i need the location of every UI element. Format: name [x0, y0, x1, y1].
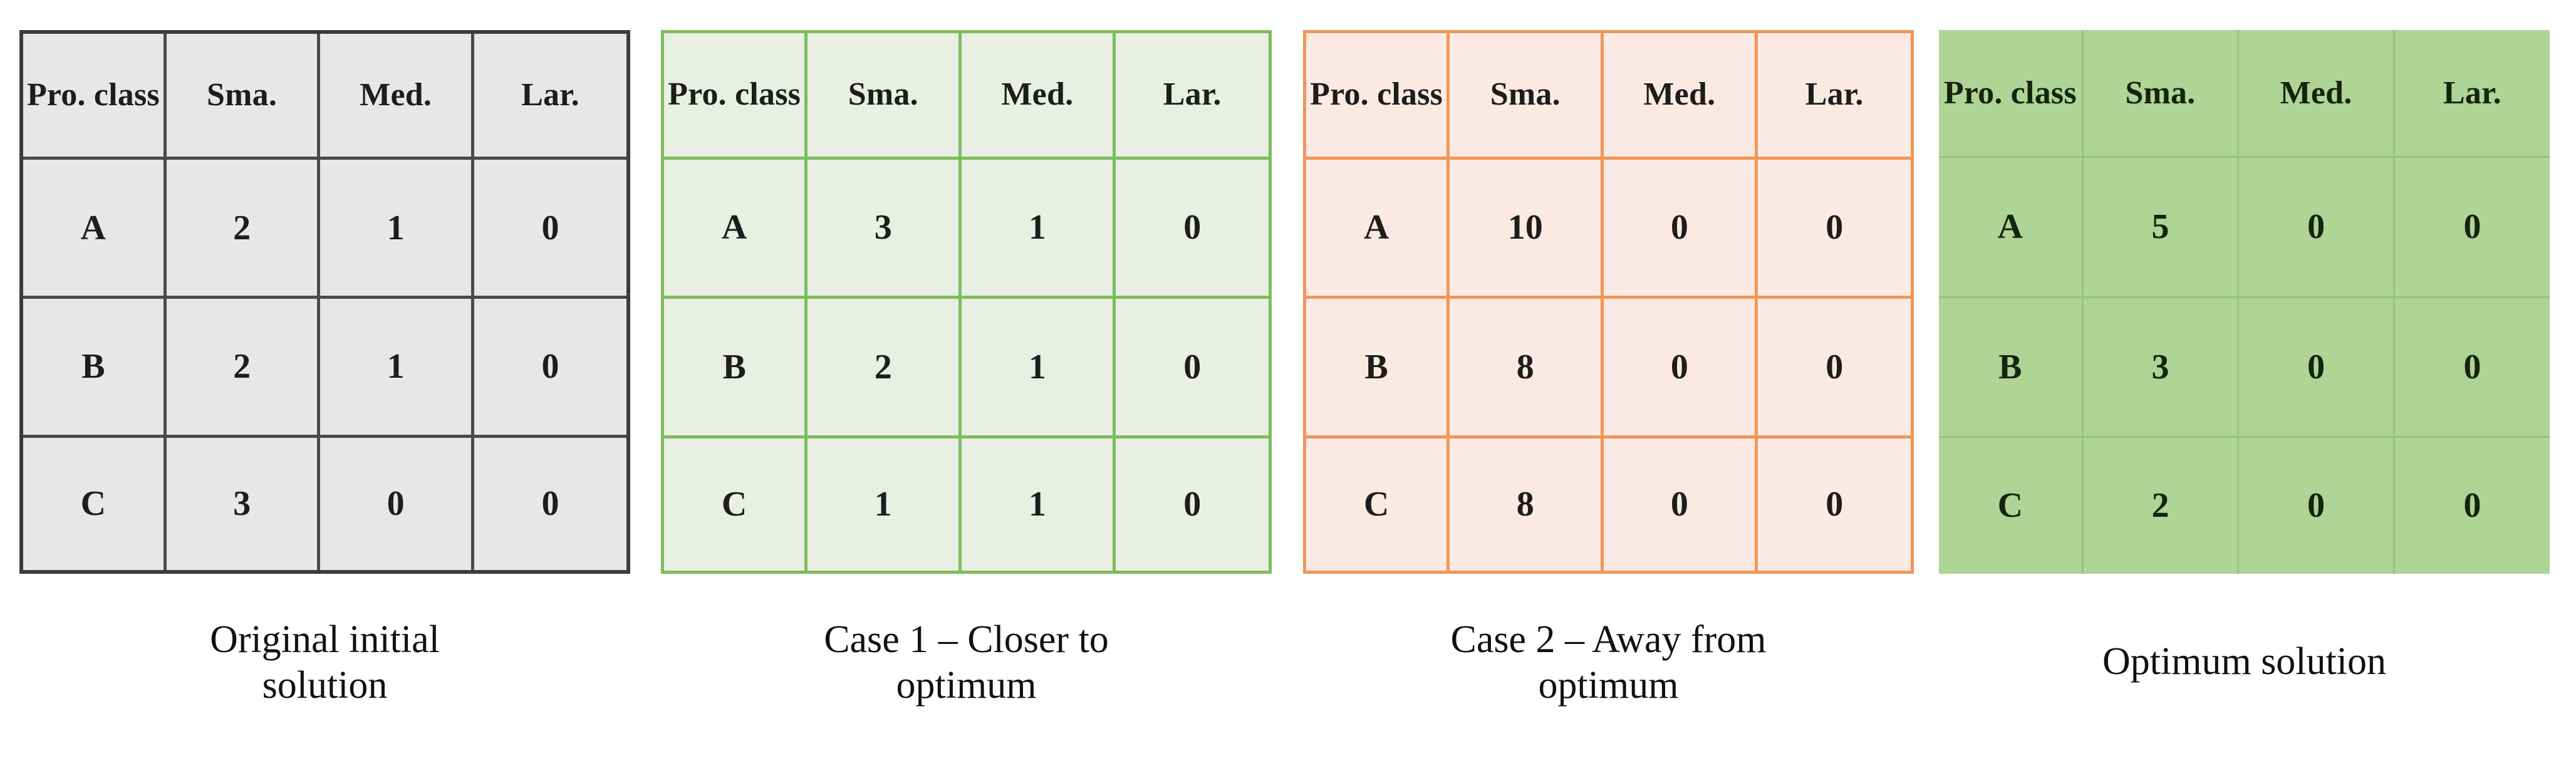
column-header-med: Med.	[317, 34, 474, 160]
table-row: A 3 1 0	[664, 156, 1269, 299]
caption-case-2-away-from-optimum: Case 2 – Away from optimum	[1450, 618, 1767, 707]
cell-class: B	[1939, 296, 2084, 438]
column-header-lar: Lar.	[2392, 30, 2550, 158]
table-row: C 3 0 0	[23, 435, 626, 570]
cell-med: 1	[958, 435, 1116, 571]
cell-med: 0	[2237, 296, 2395, 438]
cell-med: 0	[1601, 435, 1758, 571]
cell-med: 1	[958, 296, 1116, 438]
cell-class: C	[1939, 436, 2084, 574]
cell-sma: 1	[804, 435, 962, 571]
table-row: B 3 0 0	[1939, 296, 2550, 438]
column-header-sma: Sma.	[1446, 33, 1604, 160]
cell-sma: 3	[804, 156, 962, 299]
column-header-pro-class: Pro. class	[1939, 30, 2084, 158]
table-row: A 10 0 0	[1306, 156, 1911, 299]
cell-sma: 3	[2081, 296, 2240, 438]
cell-class: A	[23, 157, 167, 299]
caption-original-initial-solution: Original initial solution	[210, 618, 440, 707]
column-header-lar: Lar.	[1755, 33, 1911, 160]
cell-med: 0	[1601, 156, 1758, 299]
table-row: B 2 1 0	[664, 296, 1269, 438]
column-header-med: Med.	[958, 33, 1116, 160]
table-optimum-solution: Pro. class Sma. Med. Lar. A 5 0 0 B 3	[1939, 30, 2550, 574]
column-header-sma: Sma.	[804, 33, 962, 160]
cell-lar: 0	[2392, 156, 2550, 298]
column-header-med: Med.	[2237, 30, 2395, 158]
cell-sma: 2	[163, 157, 321, 299]
table-case-1-closer-to-optimum: Pro. class Sma. Med. Lar. A 3 1 0 B 2	[661, 30, 1272, 574]
column-header-lar: Lar.	[1113, 33, 1269, 160]
table-header-row: Pro. class Sma. Med. Lar.	[1306, 33, 1911, 160]
cell-class: C	[664, 435, 808, 571]
cell-sma: 5	[2081, 156, 2240, 298]
panel-optimum-solution: Pro. class Sma. Med. Lar. A 5 0 0 B 3	[1939, 0, 2550, 778]
column-header-pro-class: Pro. class	[23, 34, 167, 160]
cell-sma: 10	[1446, 156, 1604, 299]
cell-med: 0	[2237, 436, 2395, 574]
table-row: A 2 1 0	[23, 157, 626, 299]
panel-case-1-closer-to-optimum: Pro. class Sma. Med. Lar. A 3 1 0 B 2	[661, 0, 1272, 778]
cell-class: A	[664, 156, 808, 299]
table-row: C 8 0 0	[1306, 435, 1911, 571]
cell-sma: 3	[163, 435, 321, 570]
cell-lar: 0	[470, 435, 626, 570]
cell-med: 1	[958, 156, 1116, 299]
table-row: B 8 0 0	[1306, 296, 1911, 438]
table-original-initial-solution: Pro. class Sma. Med. Lar. A 2 1 0 B 2	[19, 30, 630, 574]
table-header-row: Pro. class Sma. Med. Lar.	[23, 34, 626, 160]
column-header-pro-class: Pro. class	[1306, 33, 1450, 160]
cell-class: B	[664, 296, 808, 438]
caption-optimum-solution: Optimum solution	[2102, 640, 2386, 683]
caption-case-1-closer-to-optimum: Case 1 – Closer to optimum	[824, 618, 1109, 707]
cell-sma: 8	[1446, 296, 1604, 438]
panel-original-initial-solution: Pro. class Sma. Med. Lar. A 2 1 0 B 2	[19, 0, 630, 778]
cell-lar: 0	[1755, 296, 1911, 438]
cell-class: A	[1939, 156, 2084, 298]
cell-lar: 0	[1113, 296, 1269, 438]
cell-med: 0	[1601, 296, 1758, 438]
table-header-row: Pro. class Sma. Med. Lar.	[664, 33, 1269, 160]
cell-sma: 2	[163, 296, 321, 438]
cell-lar: 0	[2392, 436, 2550, 574]
cell-lar: 0	[1755, 156, 1911, 299]
cell-lar: 0	[1113, 435, 1269, 571]
cell-class: C	[23, 435, 167, 570]
table-case-2-away-from-optimum: Pro. class Sma. Med. Lar. A 10 0 0 B 8	[1303, 30, 1914, 574]
table-row: C 1 1 0	[664, 435, 1269, 571]
cell-med: 1	[317, 157, 474, 299]
cell-lar: 0	[1755, 435, 1911, 571]
column-header-lar: Lar.	[470, 34, 626, 160]
cell-class: A	[1306, 156, 1450, 299]
cell-lar: 0	[470, 296, 626, 438]
column-header-sma: Sma.	[163, 34, 321, 160]
table-header-row: Pro. class Sma. Med. Lar.	[1939, 30, 2550, 158]
table-row: B 2 1 0	[23, 296, 626, 438]
cell-class: B	[23, 296, 167, 438]
table-row: C 2 0 0	[1939, 436, 2550, 574]
cell-sma: 2	[2081, 436, 2240, 574]
cell-lar: 0	[2392, 296, 2550, 438]
table-row: A 5 0 0	[1939, 156, 2550, 298]
cell-class: C	[1306, 435, 1450, 571]
column-header-pro-class: Pro. class	[664, 33, 808, 160]
cell-med: 1	[317, 296, 474, 438]
panel-case-2-away-from-optimum: Pro. class Sma. Med. Lar. A 10 0 0 B 8	[1303, 0, 1914, 778]
cell-med: 0	[317, 435, 474, 570]
cell-sma: 8	[1446, 435, 1604, 571]
column-header-sma: Sma.	[2081, 30, 2240, 158]
cell-med: 0	[2237, 156, 2395, 298]
cell-class: B	[1306, 296, 1450, 438]
cell-lar: 0	[470, 157, 626, 299]
cell-lar: 0	[1113, 156, 1269, 299]
cell-sma: 2	[804, 296, 962, 438]
column-header-med: Med.	[1601, 33, 1758, 160]
